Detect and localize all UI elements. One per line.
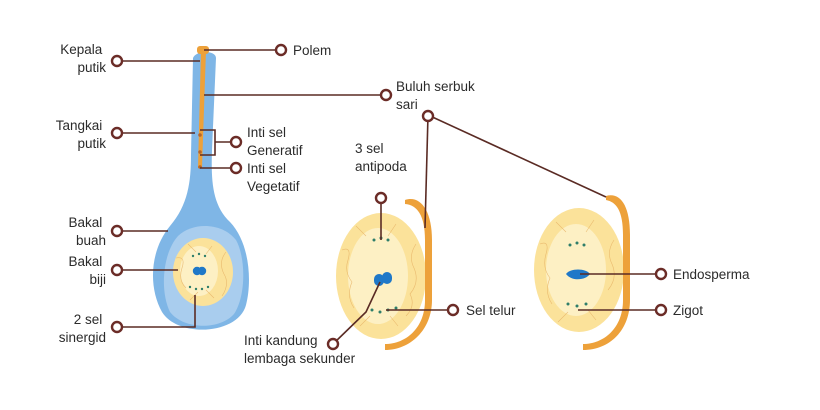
marker-polem (274, 43, 288, 57)
label-sinergid: 2 sel sinergid (59, 312, 106, 345)
label-zigot: Zigot (673, 303, 703, 318)
marker-kepala-putik (110, 54, 124, 68)
label-bakal-buah: Bakal buah (68, 215, 106, 248)
label-buluh-serbuk-sari: Buluh serbuk sari (396, 79, 479, 112)
marker-sel-telur (446, 303, 460, 317)
leader-lines (118, 49, 660, 345)
marker-endosperma (654, 267, 668, 281)
marker-zigot (654, 303, 668, 317)
pistil (152, 46, 249, 330)
labels: Kepala putik Tangkai putik Bakal buah Ba… (56, 42, 750, 366)
polar-nucleus (197, 266, 207, 276)
marker-bakal-buah (110, 224, 124, 238)
marker-inti-kandung (326, 337, 340, 351)
endosperm-nucleus (566, 269, 590, 280)
label-sel-telur: Sel telur (466, 303, 516, 318)
pollen-tube (198, 50, 206, 168)
integument (583, 195, 630, 350)
ovule-right (534, 195, 630, 350)
markers (110, 43, 668, 351)
marker-bakal-biji (110, 263, 124, 277)
label-kepala-putik: Kepala putik (60, 42, 106, 75)
integument (385, 199, 432, 350)
marker-vegetatif (229, 161, 243, 175)
label-polem: Polem (293, 43, 331, 58)
label-inti-generatif: Inti sel Generatif (247, 125, 303, 158)
marker-buluh (379, 88, 393, 102)
label-bakal-biji: Bakal biji (68, 254, 106, 287)
marker-tangkai-putik (110, 126, 124, 140)
label-inti-kandung: Inti kandung lembaga sekunder (244, 333, 356, 366)
label-antipoda: 3 sel antipoda (355, 141, 407, 174)
marker-buluh-split (421, 109, 435, 123)
label-endosperma: Endosperma (673, 267, 750, 282)
ovule-middle (336, 199, 432, 350)
marker-antipoda (374, 191, 388, 205)
label-tangkai-putik: Tangkai putik (56, 118, 107, 151)
marker-sinergid (110, 320, 124, 334)
pollen-grain (197, 46, 209, 54)
label-inti-vegetatif: Inti sel Vegetatif (247, 161, 300, 194)
marker-generatif (229, 135, 243, 149)
